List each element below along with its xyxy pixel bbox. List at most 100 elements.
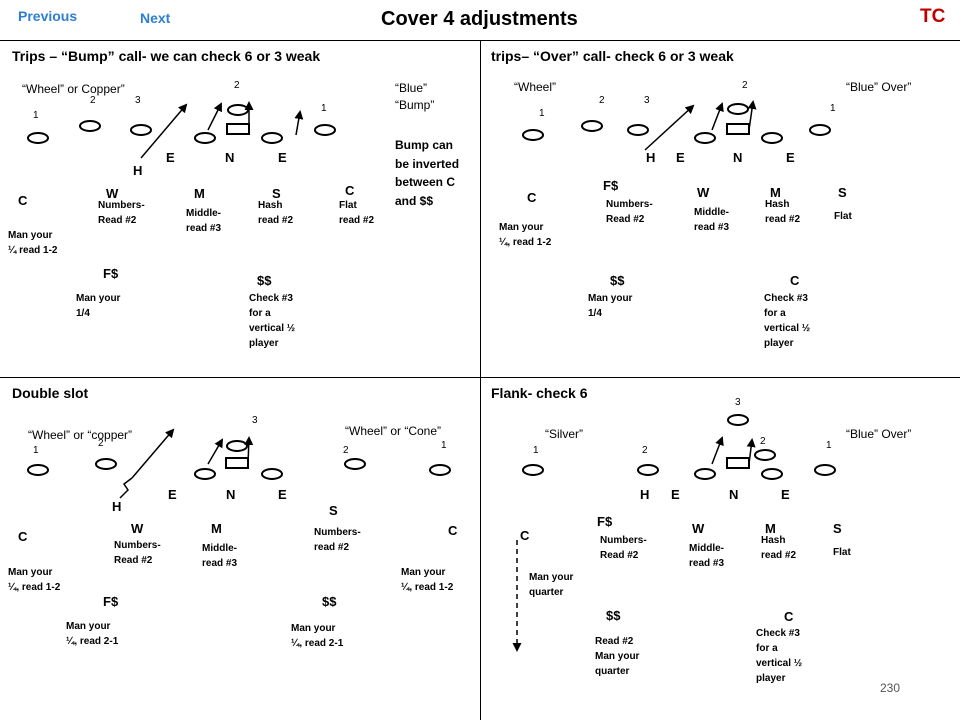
receiver-1-right: [314, 124, 336, 136]
q1-num-1: 1: [33, 110, 39, 121]
q1-note-ss: Check #3 for a vertical ½ player: [249, 293, 296, 349]
q3-player-w: W: [131, 521, 144, 536]
q3-title: Double slot: [12, 385, 89, 401]
q3-note-ss: Man your ¼, read 2-1: [291, 623, 344, 649]
q1-player-c1: C: [18, 193, 28, 208]
q4-player-c2: C: [784, 609, 794, 624]
q2-line-e2: E: [786, 150, 795, 165]
q4-call-left: “Silver”: [545, 427, 583, 441]
q3-player-ss: $$: [322, 594, 337, 609]
q4-line-e1: E: [671, 487, 680, 502]
q3-num-1: 1: [33, 445, 39, 456]
q3-note-m: Middle- read #3: [202, 543, 238, 569]
q4-num-2: 2: [642, 445, 648, 456]
receiver-3: [130, 124, 152, 136]
q4-player-s: S: [833, 521, 842, 536]
q3-num-2: 2: [98, 438, 104, 449]
q3-num-2r: 2: [343, 445, 349, 456]
logo: TC: [920, 6, 946, 27]
q4-player-m: M: [765, 521, 776, 536]
q1-note-m: Middle- read #3: [186, 208, 222, 234]
q2-title: trips– “Over” call- check 6 or 3 weak: [491, 48, 734, 64]
quarterback: [227, 104, 249, 116]
q1-num-2: 2: [90, 95, 96, 106]
page-number: 230: [880, 681, 901, 695]
q4-num-2r: 2: [760, 436, 766, 447]
q1-player-c2: C: [345, 183, 355, 198]
page-title: Cover 4 adjustments: [381, 8, 578, 30]
q3-player-m: M: [211, 521, 222, 536]
q2-player-fs: F$: [603, 178, 619, 193]
q1-num-1r: 1: [321, 103, 327, 114]
q3-note-c1: Man your ¼, read 1-2: [8, 567, 61, 593]
q2-line-e1: E: [676, 150, 685, 165]
q2-num-2: 2: [599, 95, 605, 106]
q2-call-right: “Blue” Over”: [846, 80, 912, 94]
q2-note-c1: Man your ¼, read 1-2: [499, 222, 552, 248]
q3-call-left: “Wheel” or “copper”: [28, 428, 133, 442]
q4-line-n: N: [729, 487, 739, 502]
q4-player-ss: $$: [606, 608, 621, 623]
q2-line-n: N: [733, 150, 743, 165]
q1-line-n: N: [225, 150, 235, 165]
q1-call-right: “Blue” “Bump”: [395, 81, 435, 112]
q2-line-h: H: [646, 150, 656, 165]
q2-player-c1: C: [527, 190, 537, 205]
q1-player-s: S: [272, 186, 281, 201]
receiver-2: [79, 120, 101, 132]
q1-call-left: “Wheel” or Copper”: [22, 82, 125, 96]
previous-link[interactable]: Previous: [18, 8, 78, 24]
q4-num-3: 3: [735, 397, 741, 408]
q3-player-s: S: [329, 503, 338, 518]
q3-line-e2: E: [278, 487, 287, 502]
q1-player-w: W: [106, 186, 119, 201]
q2-num-1: 1: [539, 108, 545, 119]
q2-player-ss: $$: [610, 273, 625, 288]
next-link[interactable]: Next: [140, 10, 171, 26]
q2-note-w: Middle- read #3: [694, 207, 730, 233]
q3-note-w: Numbers- Read #2: [114, 540, 161, 566]
q2-player-c2: C: [790, 273, 800, 288]
q3-num-3: 3: [252, 415, 258, 426]
q2-note-s: Flat: [834, 211, 852, 222]
q3-player-h: H: [112, 499, 122, 514]
q1-bump-note: Bump can be inverted between C and $$: [395, 138, 460, 208]
quadrant-divider-vertical: [480, 40, 481, 720]
q1-player-fs: F$: [103, 266, 119, 281]
q3-player-fs: F$: [103, 594, 119, 609]
q4-line-e2: E: [781, 487, 790, 502]
q2-call-left: “Wheel”: [514, 80, 557, 94]
q1-player-ss: $$: [257, 273, 272, 288]
q1-num-3: 3: [135, 95, 141, 106]
q4-formation: [522, 414, 836, 480]
q1-player-m: M: [194, 186, 205, 201]
q3-note-s: Numbers- read #2: [314, 527, 361, 553]
q4-note-w: Middle- read #3: [689, 543, 725, 569]
q3-line-e1: E: [168, 487, 177, 502]
q4-line-h: H: [640, 487, 650, 502]
q2-note-m: Hash read #2: [765, 199, 801, 225]
q4-num-1: 1: [533, 445, 539, 456]
q1-note-c1: Man your ¼ read 1-2: [8, 230, 58, 256]
q1-formation: [27, 104, 336, 144]
q1-num-2r: 2: [234, 80, 240, 91]
q1-note-w: Numbers- Read #2: [98, 200, 145, 226]
center-box: [226, 123, 250, 135]
q1-player-h: H: [133, 163, 143, 178]
q4-call-right: “Blue” Over”: [846, 427, 912, 441]
q4-player-w: W: [692, 521, 705, 536]
q2-num-3: 3: [644, 95, 650, 106]
q2-num-1r: 1: [830, 103, 836, 114]
q2-note-c2: Check #3 for a vertical ½ player: [764, 293, 811, 349]
q4-note-ss: Read #2 Man your quarter: [595, 636, 640, 677]
q2-formation: [522, 103, 831, 144]
q2-num-2r: 2: [742, 80, 748, 91]
q2-note-ss: Man your 1/4: [588, 293, 633, 319]
q4-note-c1: Man your quarter: [529, 572, 574, 598]
q4-note-m: Hash read #2: [761, 535, 797, 561]
receiver-1: [27, 132, 49, 144]
q4-note-c2: Check #3 for a vertical ½ player: [756, 628, 803, 684]
q4-note-s: Flat: [833, 547, 851, 558]
q4-num-1r: 1: [826, 440, 832, 451]
